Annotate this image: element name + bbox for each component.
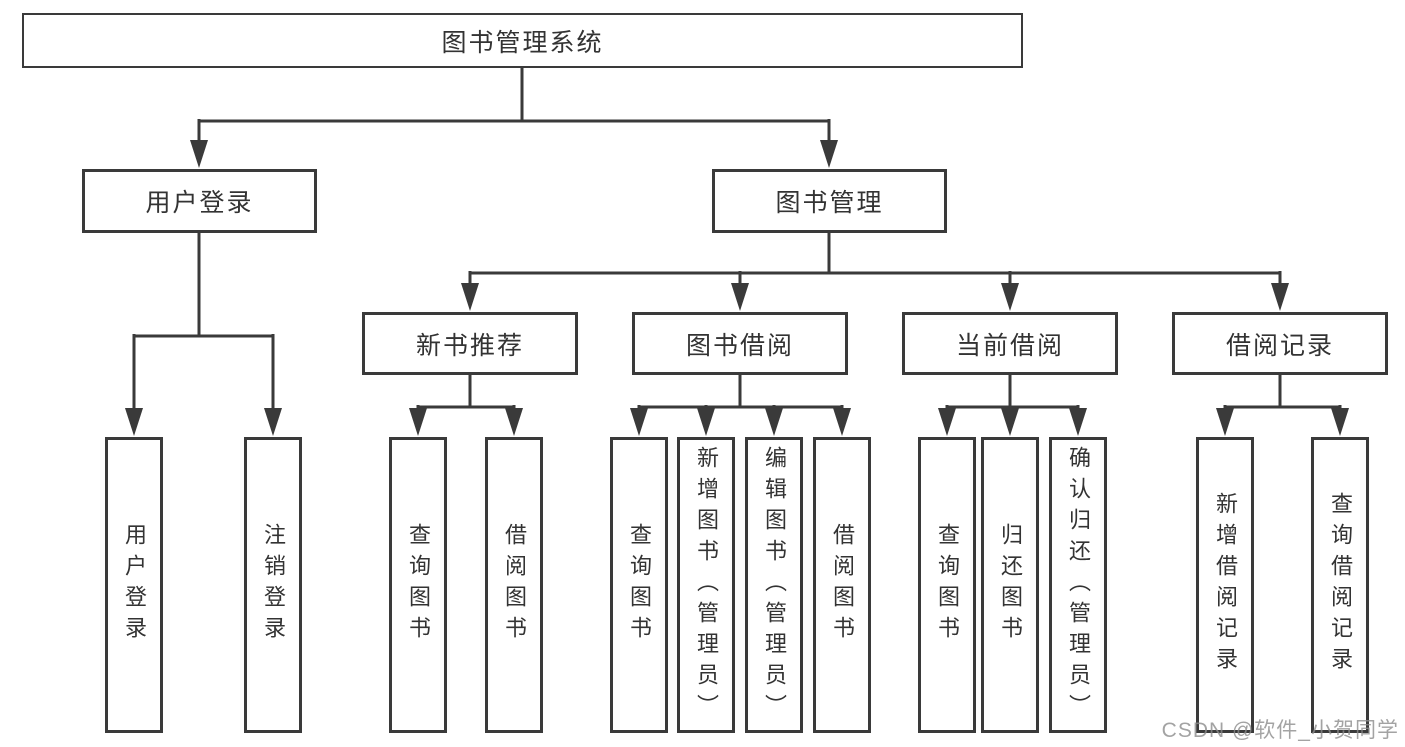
- leaf-query-book-recommend-label: 查询图书: [406, 523, 431, 647]
- node-borrow-records-label: 借阅记录: [1225, 331, 1334, 360]
- leaf-query-borrow-record: 查询借阅记录: [1311, 437, 1369, 733]
- leaf-query-book-borrow-label: 查询图书: [627, 523, 652, 647]
- leaf-borrow-book-recommend-label: 借阅图书: [502, 523, 527, 647]
- leaf-query-borrow-record-label: 查询借阅记录: [1328, 492, 1353, 678]
- leaf-add-borrow-record-label: 新增借阅记录: [1213, 492, 1238, 678]
- node-book-borrow: 图书借阅: [632, 312, 848, 375]
- node-new-book-recommend: 新书推荐: [362, 312, 578, 375]
- leaf-borrow-book: 借阅图书: [813, 437, 871, 733]
- node-user-login-label: 用户登录: [145, 189, 254, 217]
- watermark: CSDN @软件_小贺同学: [1161, 719, 1399, 742]
- leaf-add-borrow-record: 新增借阅记录: [1196, 437, 1254, 733]
- leaf-user-login: 用户登录: [105, 437, 163, 733]
- node-root-label: 图书管理系统: [441, 28, 604, 57]
- node-new-book-recommend-label: 新书推荐: [415, 331, 524, 360]
- leaf-logout: 注销登录: [244, 437, 302, 733]
- leaf-confirm-return-admin: 确认归还（管理员）: [1049, 437, 1107, 733]
- node-book-borrow-label: 图书借阅: [685, 331, 794, 360]
- leaf-edit-book-admin: 编辑图书（管理员）: [745, 437, 803, 733]
- leaf-edit-book-admin-label: 编辑图书（管理员）: [762, 445, 787, 725]
- node-user-login: 用户登录: [82, 169, 317, 233]
- node-root: 图书管理系统: [22, 13, 1023, 68]
- node-current-borrow: 当前借阅: [902, 312, 1118, 375]
- leaf-query-book-current-label: 查询图书: [935, 523, 960, 647]
- leaf-query-book-recommend: 查询图书: [389, 437, 447, 733]
- leaf-borrow-book-label: 借阅图书: [830, 523, 855, 647]
- node-current-borrow-label: 当前借阅: [955, 331, 1064, 360]
- node-book-management: 图书管理: [712, 169, 947, 233]
- leaf-add-book-admin: 新增图书（管理员）: [677, 437, 735, 733]
- leaf-add-book-admin-label: 新增图书（管理员）: [694, 445, 719, 725]
- leaf-user-login-label: 用户登录: [122, 523, 147, 647]
- node-book-management-label: 图书管理: [775, 189, 884, 217]
- leaf-query-book-borrow: 查询图书: [610, 437, 668, 733]
- leaf-confirm-return-admin-label: 确认归还（管理员）: [1066, 445, 1091, 725]
- leaf-return-book-label: 归还图书: [998, 523, 1023, 647]
- leaf-return-book: 归还图书: [981, 437, 1039, 733]
- leaf-logout-label: 注销登录: [261, 523, 286, 647]
- node-borrow-records: 借阅记录: [1172, 312, 1388, 375]
- leaf-borrow-book-recommend: 借阅图书: [485, 437, 543, 733]
- leaf-query-book-current: 查询图书: [918, 437, 976, 733]
